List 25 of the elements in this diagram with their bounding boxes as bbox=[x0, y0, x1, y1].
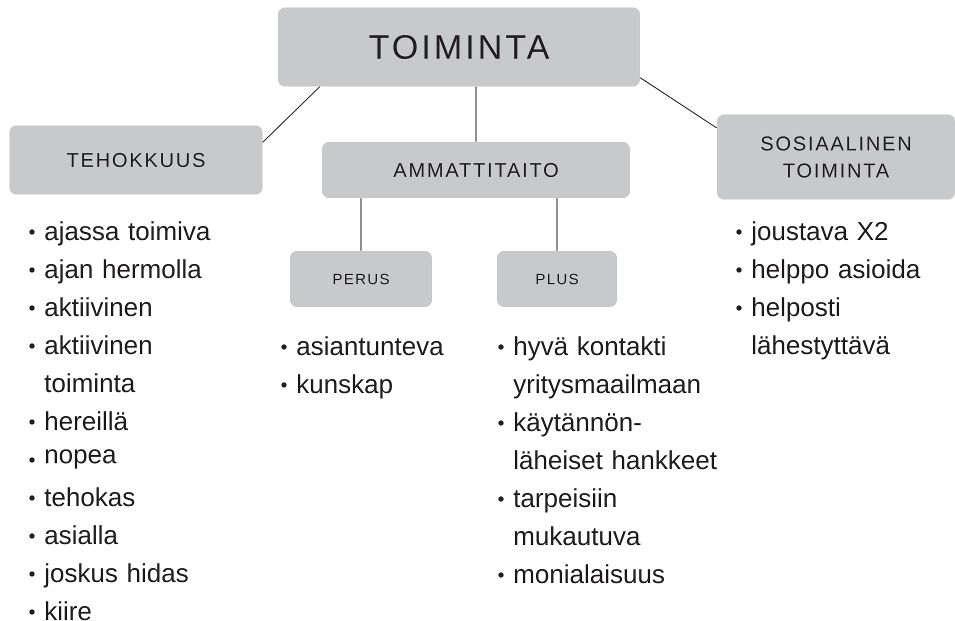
connector-line bbox=[640, 77, 718, 128]
list-item: hereillä bbox=[29, 411, 128, 430]
list-item: aktiivinen bbox=[29, 297, 151, 316]
list-item: monialaisuus bbox=[498, 564, 664, 584]
list-item: ajassa toimiva bbox=[29, 221, 210, 246]
list-item: helppo asioida bbox=[736, 259, 920, 284]
list-item: joustava X2 bbox=[736, 221, 888, 246]
connector-line bbox=[262, 86, 320, 143]
category-box: PLUS bbox=[497, 251, 617, 307]
connector-line bbox=[360, 198, 362, 252]
list-item: helposti lähestyttävä bbox=[736, 297, 890, 360]
category-box: TEHOKKUUS bbox=[10, 126, 262, 194]
list-item: kunskap bbox=[281, 374, 392, 398]
category-box: AMMATTITAITO bbox=[322, 142, 630, 198]
connector-line bbox=[556, 198, 558, 252]
category-box: PERUS bbox=[290, 251, 432, 307]
list-item: asiantunteva bbox=[281, 336, 444, 356]
category-box: TOIMINTA bbox=[278, 8, 640, 86]
list-item: joskus hidas bbox=[29, 563, 188, 588]
list-item: ajan hermolla bbox=[29, 259, 202, 284]
list-item: kiire bbox=[29, 601, 91, 620]
category-box: SOSIAALINEN TOIMINTA bbox=[717, 114, 955, 200]
list-item: nopea bbox=[29, 449, 116, 469]
list-item: asialla bbox=[29, 525, 118, 544]
list-item: tehokas bbox=[29, 487, 134, 506]
